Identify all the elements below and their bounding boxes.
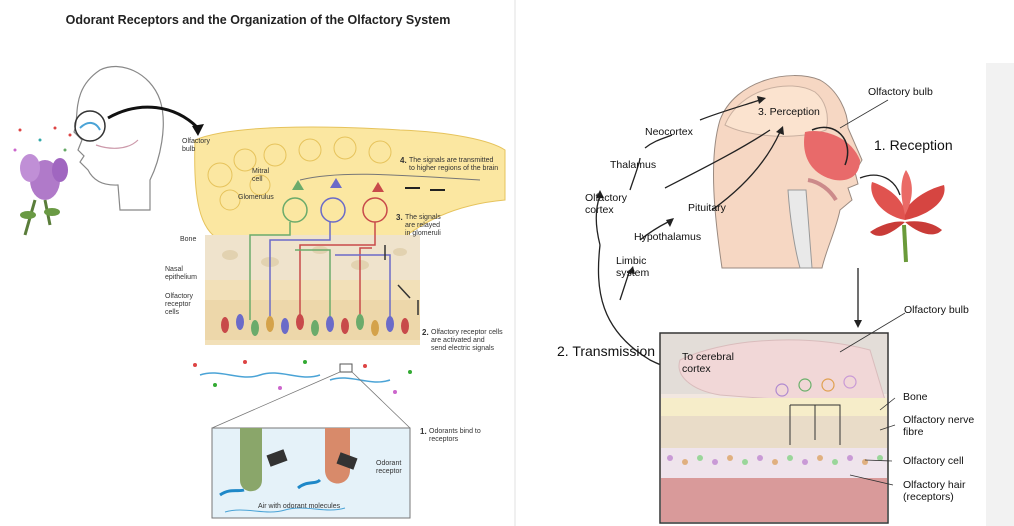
step-2-text: Olfactory receptor cells are activated a… xyxy=(431,329,503,353)
step-4-number: 4. xyxy=(400,157,407,165)
label-air-with-odorant: Air with odorant molecules xyxy=(258,503,340,511)
label-odorant-receptor: Odorant receptor xyxy=(376,460,402,476)
step-1-number: 1. xyxy=(420,428,427,436)
step-4-text: The signals are transmitted to higher re… xyxy=(409,157,498,173)
label-limbic-system: Limbic system xyxy=(616,255,649,279)
olfactory-bulb-shape xyxy=(195,127,505,240)
label-hypothalamus: Hypothalamus xyxy=(634,231,701,243)
label-olfactory-hair: Olfactory hair (receptors) xyxy=(903,479,965,503)
label-to-cerebral-cortex: To cerebral cortex xyxy=(682,351,734,375)
label-olfactory-receptor-cells: Olfactory receptor cells xyxy=(165,293,193,317)
bone-layer xyxy=(205,235,420,280)
right-panel-margin xyxy=(986,63,1014,526)
label-olfactory-bulb-left: Olfactory bulb xyxy=(182,138,210,154)
lilac-flower-illustration xyxy=(20,154,68,235)
label-glomerulus: Glomerulus xyxy=(238,194,274,202)
zoom-arrow xyxy=(108,107,198,128)
green-receptor-cell xyxy=(240,428,262,491)
nose-zoom-circle xyxy=(75,111,105,141)
step-3-number: 3. xyxy=(396,214,403,222)
label-olfactory-bulb-inset: Olfactory bulb xyxy=(904,304,969,316)
label-thalamus: Thalamus xyxy=(610,159,656,171)
step-2-number: 2. xyxy=(422,329,429,337)
label-olfactory-cortex: Olfactory cortex xyxy=(585,192,627,216)
label-olfactory-cell: Olfactory cell xyxy=(903,455,964,467)
label-nasal-epithelium: Nasal epithelium xyxy=(165,266,197,282)
head-profile-illustration xyxy=(74,67,163,210)
label-neocortex: Neocortex xyxy=(645,126,693,138)
label-olfactory-bulb-top: Olfactory bulb xyxy=(868,86,933,98)
label-reception: 1. Reception xyxy=(874,137,953,153)
label-transmission: 2. Transmission xyxy=(557,343,655,359)
label-bone-left: Bone xyxy=(180,236,196,244)
label-perception: 3. Perception xyxy=(758,106,820,118)
label-pituitary: Pituitary xyxy=(688,202,726,214)
left-diagram-artwork xyxy=(0,0,516,526)
label-mitral-cell: Mitral cell xyxy=(252,168,269,184)
step-3-text: The signals are relayed in glomeruli xyxy=(405,214,441,238)
step-1-text: Odorants bind to receptors xyxy=(429,428,481,444)
label-olfactory-nerve-fibre: Olfactory nerve fibre xyxy=(903,414,974,438)
odorant-dots xyxy=(14,127,72,152)
label-bone-right: Bone xyxy=(903,391,928,403)
